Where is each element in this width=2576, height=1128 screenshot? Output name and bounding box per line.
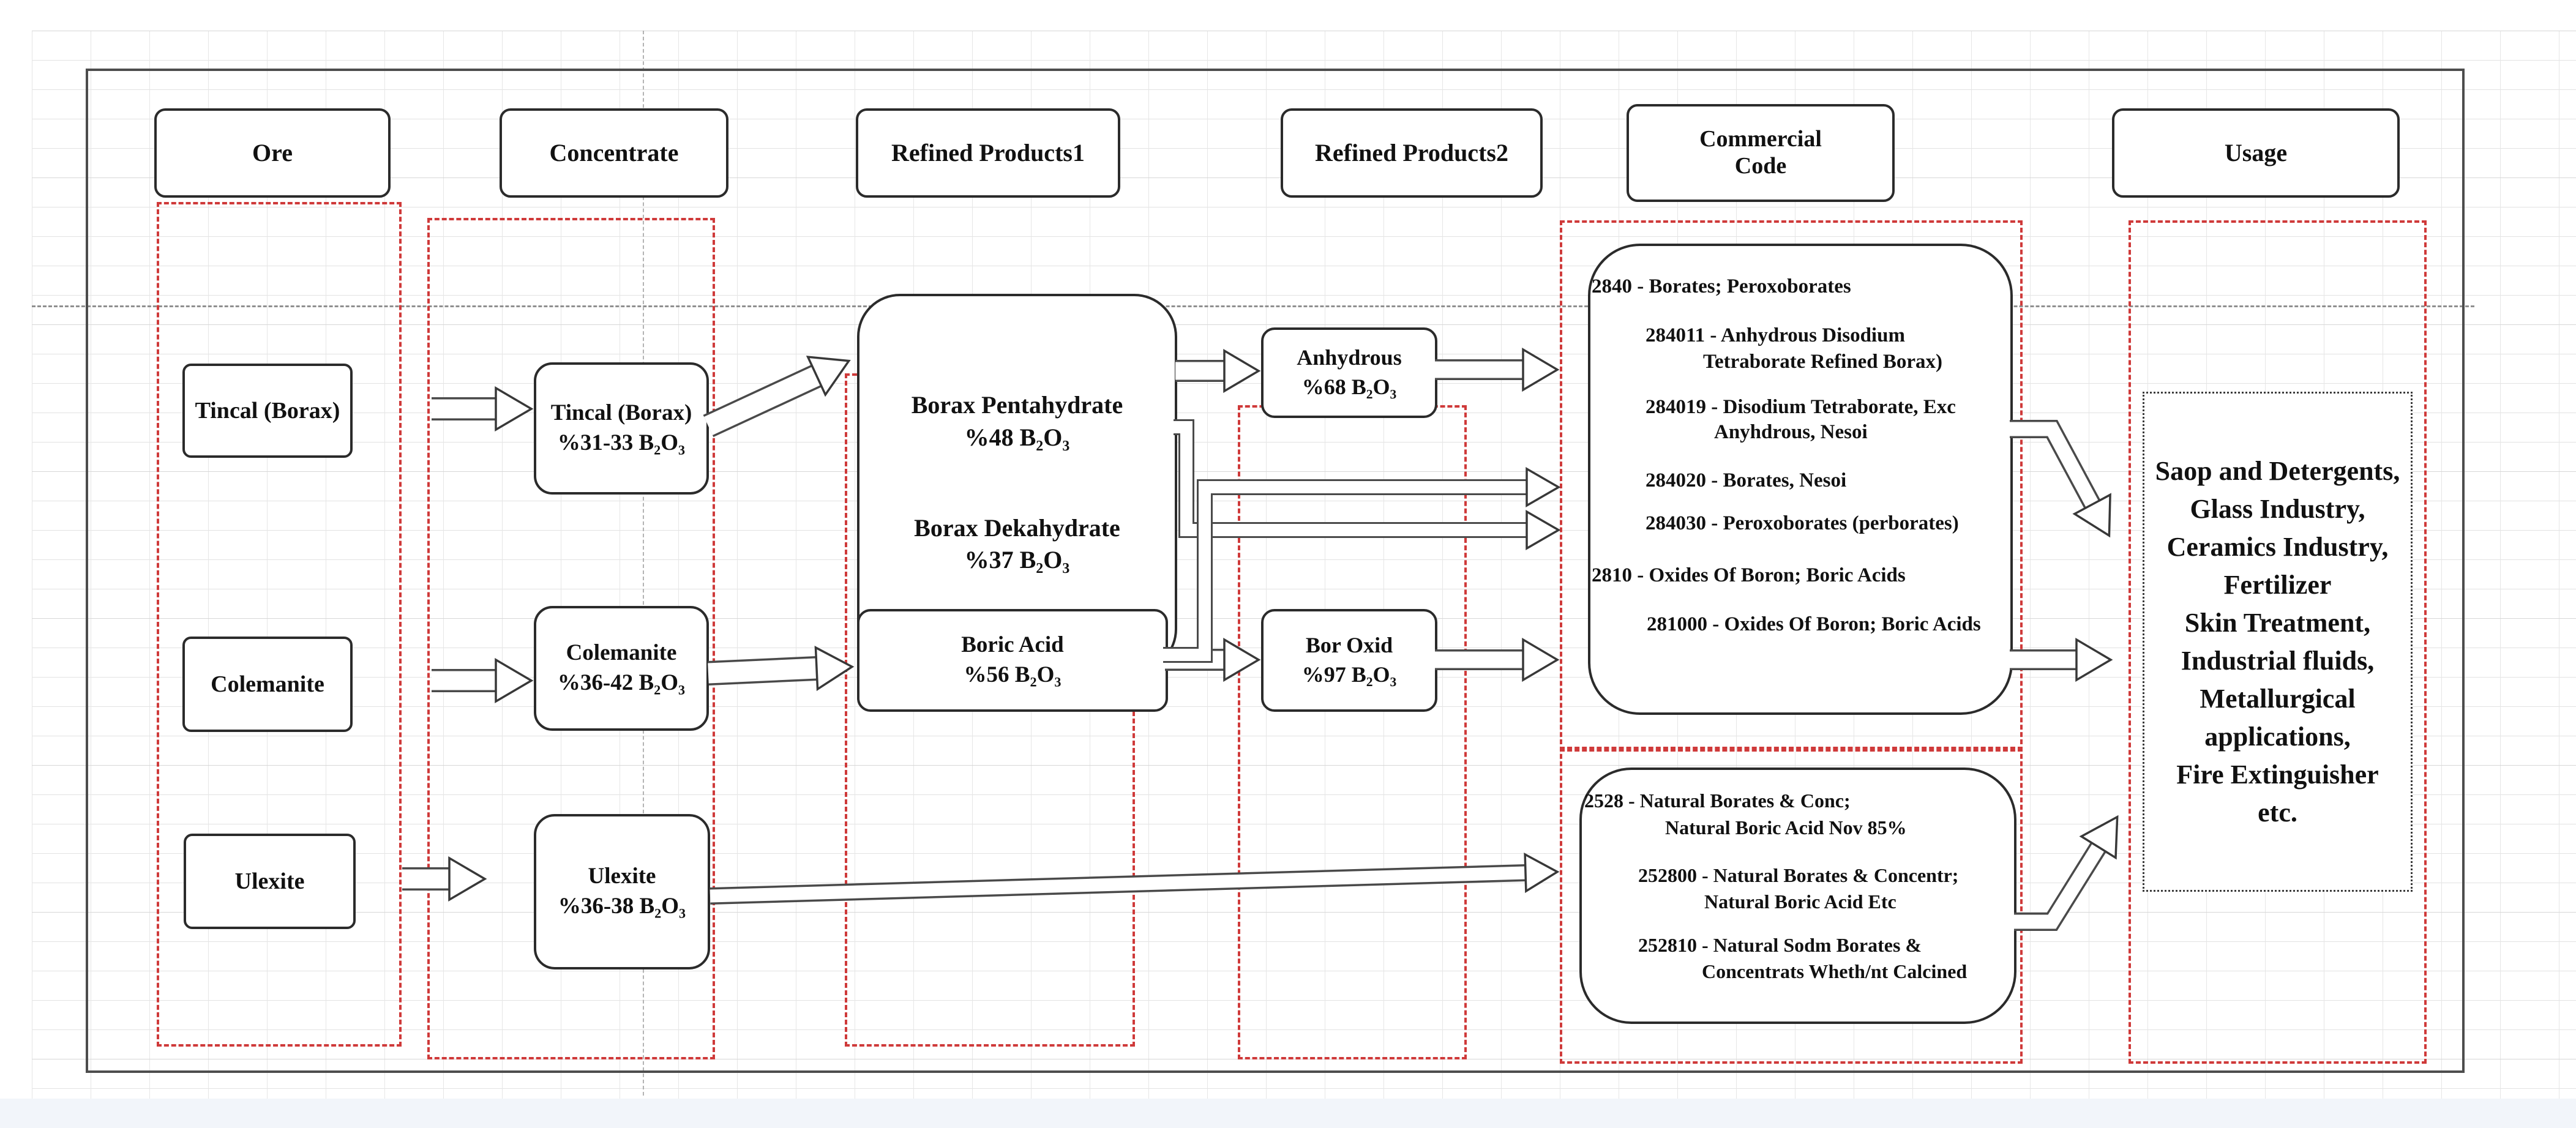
header-usage: Usage [2112, 108, 2400, 198]
header-ore: Ore [154, 108, 391, 198]
node-anhydrous: Anhydrous %68 B₂O₃ [1261, 327, 1437, 418]
node-borax-pentahydrate-line1: Borax Pentahydrate [911, 390, 1123, 419]
node-bor-oxid-line1: Bor Oxid [1305, 633, 1393, 658]
page-break-vertical [643, 31, 644, 1096]
usage-line: Ceramics Industry, [2166, 531, 2389, 562]
commercial-line-284020: 284020 - Borates, Nesoi [1646, 469, 1847, 491]
commercial-line-284011: 284011 - Anhydrous Disodium [1646, 324, 1905, 346]
header-concentrate-label: Concentrate [549, 139, 679, 166]
node-ore-ulexite-label: Ulexite [234, 868, 305, 894]
node-bor-oxid: Bor Oxid %97 B₂O₃ [1261, 609, 1437, 712]
node-bor-oxid-line2: %97 B₂O₃ [1301, 662, 1397, 687]
header-refined-products1: Refined Products1 [856, 108, 1120, 198]
node-boric-acid-line2: %56 B₂O₃ [964, 662, 1061, 687]
commercial-line-252810b: Concentrats Wheth/nt Calcined [1702, 960, 1968, 982]
node-concentrate-ulexite: Ulexite %36-38 B₂O₃ [534, 814, 710, 969]
commercial-line-252800b: Natural Boric Acid Etc [1704, 891, 1896, 913]
node-ore-tincal-label: Tincal (Borax) [195, 397, 340, 424]
usage-line: Metallurgical [2200, 683, 2356, 714]
commercial-line-2528: 2528 - Natural Borates & Conc; [1584, 790, 1851, 812]
bottom-strip [0, 1099, 2576, 1128]
usage-line: Skin Treatment, [2184, 607, 2371, 638]
header-ore-label: Ore [252, 139, 293, 166]
lane-refined-products2 [1238, 405, 1467, 1059]
commercial-line-281000: 281000 - Oxides Of Boron; Boric Acids [1647, 613, 1981, 635]
commercial-code-box-1 [1588, 244, 2013, 715]
commercial-code-box-2 [1579, 768, 2016, 1024]
usage-line: Glass Industry, [2190, 493, 2365, 524]
lane-ore [157, 202, 402, 1047]
usage-line: etc. [2258, 797, 2297, 827]
diagram-frame [86, 69, 2465, 1073]
lane-concentrate [427, 218, 715, 1059]
node-boric-acid-line1: Boric Acid [961, 632, 1064, 658]
lane-usage [2129, 220, 2427, 1064]
node-ore-colemanite: Colemanite [182, 637, 353, 732]
commercial-line-284019: 284019 - Disodium Tetraborate, Exc [1646, 396, 1956, 418]
usage-line: Industrial fluids, [2181, 645, 2375, 676]
node-borax-dekahydrate-line2: %37 B₂O₃ [964, 546, 1070, 574]
commercial-line-284019b: Anyhdrous, Nesoi [1714, 421, 1868, 443]
commercial-line-252810: 252810 - Natural Sodm Borates & [1638, 934, 1922, 956]
page-break-horizontal [32, 305, 2474, 307]
node-concentrate-colemanite: Colemanite %36-42 B₂O₃ [534, 606, 709, 731]
header-commercial-code-line1: Commercial [1699, 126, 1822, 152]
node-concentrate-colemanite-line1: Colemanite [566, 640, 677, 666]
node-concentrate-ulexite-line1: Ulexite [588, 864, 656, 889]
commercial-line-284030: 284030 - Peroxoborates (perborates) [1646, 512, 1959, 534]
usage-box: Saop and Detergents, Glass Industry, Cer… [2143, 392, 2413, 892]
usage-line: Fire Extinguisher [2176, 759, 2379, 790]
node-concentrate-ulexite-line2: %36-38 B₂O₃ [558, 894, 686, 919]
usage-line: Saop and Detergents, [2155, 455, 2400, 486]
usage-line: Fertilizer [2223, 569, 2332, 600]
node-concentrate-tincal: Tincal (Borax) %31-33 B₂O₃ [534, 362, 709, 495]
node-ore-tincal: Tincal (Borax) [182, 364, 353, 458]
usage-line: applications, [2204, 721, 2351, 752]
header-usage-label: Usage [2224, 139, 2288, 166]
commercial-line-2840: 2840 - Borates; Peroxoborates [1592, 275, 1851, 297]
commercial-line-2810: 2810 - Oxides Of Boron; Boric Acids [1592, 564, 1906, 586]
commercial-line-2528b: Natural Boric Acid Nov 85% [1665, 816, 1907, 839]
node-boric-acid: Boric Acid %56 B₂O₃ [857, 609, 1168, 712]
node-concentrate-colemanite-line2: %36-42 B₂O₃ [557, 670, 686, 695]
node-borax-dekahydrate-line1: Borax Dekahydrate [914, 514, 1120, 542]
header-commercial-code-line2: Code [1734, 153, 1787, 179]
header-concentrate: Concentrate [500, 108, 728, 198]
node-concentrate-tincal-line2: %31-33 B₂O₃ [557, 430, 686, 455]
node-ore-colemanite-label: Colemanite [211, 671, 324, 697]
node-ore-ulexite: Ulexite [184, 834, 356, 929]
node-anhydrous-line1: Anhydrous [1297, 345, 1402, 370]
node-borax-pentahydrate-line2: %48 B₂O₃ [964, 423, 1070, 451]
header-refined-products1-label: Refined Products1 [891, 139, 1085, 166]
header-refined-products2-label: Refined Products2 [1315, 139, 1508, 166]
header-commercial-code: Commercial Code [1627, 104, 1895, 202]
commercial-line-284011b: Tetraborate Refined Borax) [1703, 351, 1943, 373]
node-anhydrous-line2: %68 B₂O₃ [1301, 375, 1397, 399]
commercial-line-252800: 252800 - Natural Borates & Concentr; [1638, 864, 1959, 886]
usage-text: Saop and Detergents, Glass Industry, Cer… [2144, 452, 2411, 832]
header-refined-products2: Refined Products2 [1281, 108, 1543, 198]
node-concentrate-tincal-line1: Tincal (Borax) [550, 400, 692, 426]
